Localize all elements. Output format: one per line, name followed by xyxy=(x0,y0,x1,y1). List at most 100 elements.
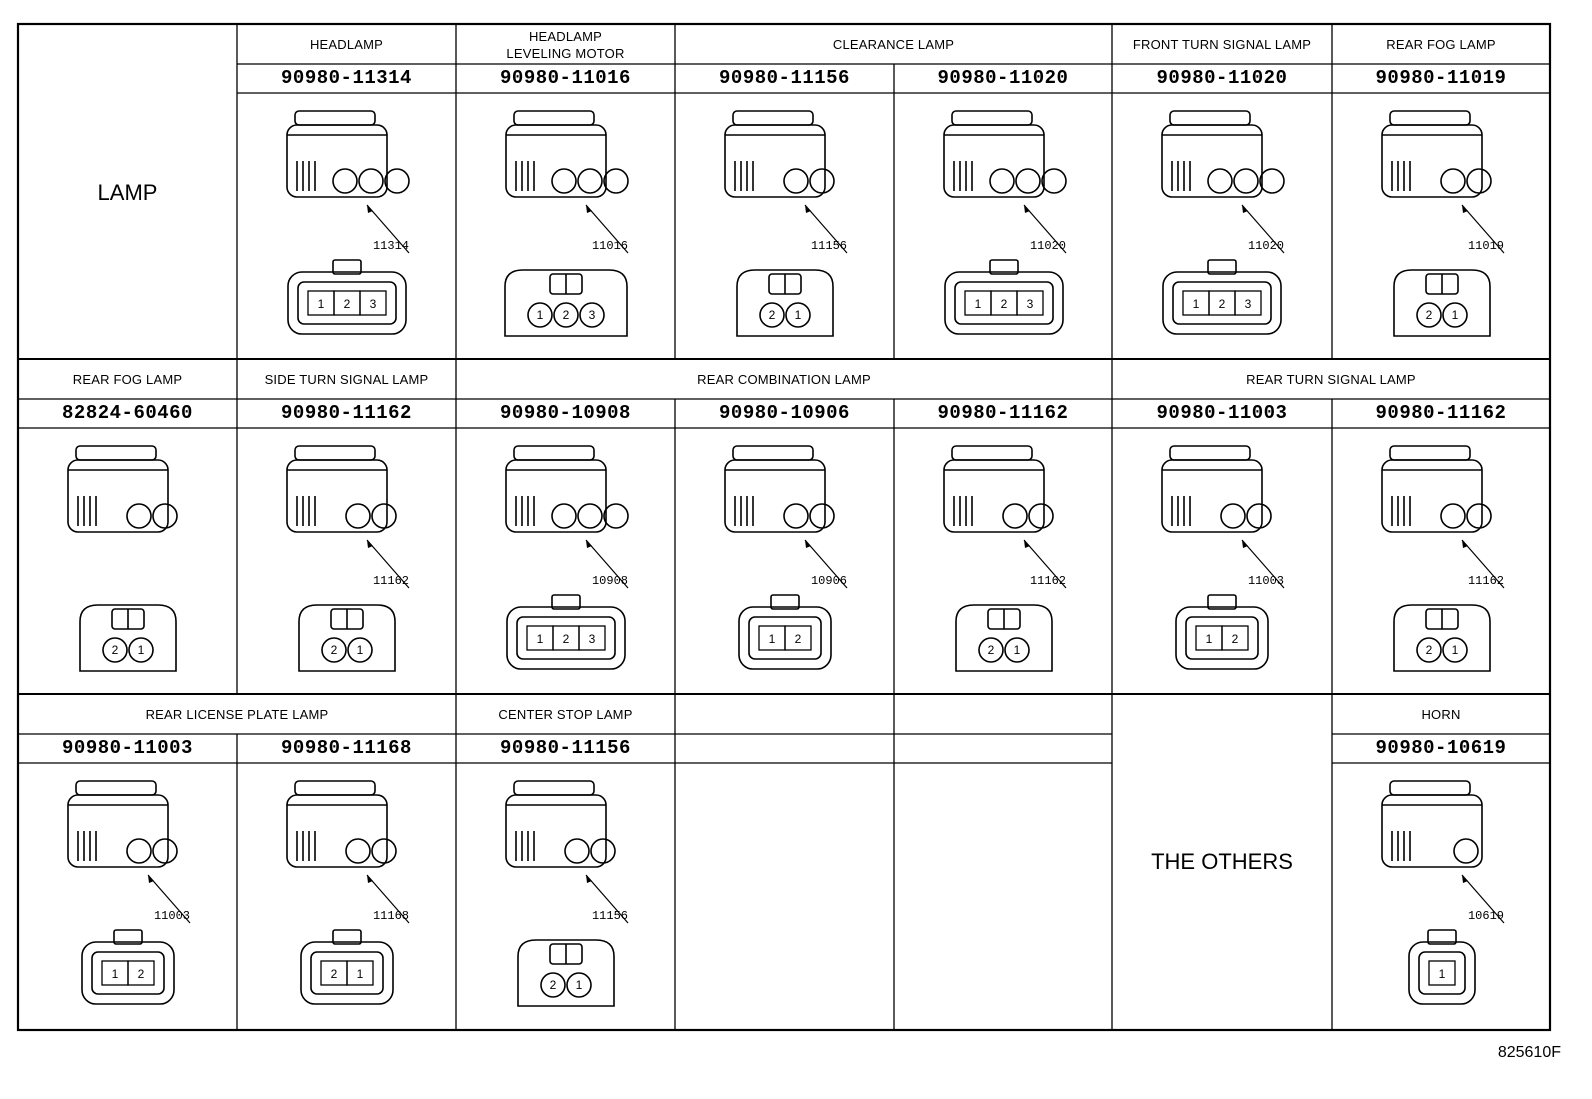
connector-illustration: 11156 2 1 xyxy=(724,110,848,337)
part-number: 90980-11314 xyxy=(281,67,412,89)
pin-number: 1 xyxy=(1014,643,1021,657)
part-number: 90980-10906 xyxy=(719,402,850,424)
part-number: 90980-11019 xyxy=(1375,67,1507,89)
header-rear-fog-lamp: REAR FOG LAMP xyxy=(1386,37,1496,52)
pin-number: 1 xyxy=(537,308,544,322)
pin-number: 2 xyxy=(1232,632,1239,646)
drawing-code: 825610F xyxy=(1497,1044,1561,1061)
header-center-stop-lamp: CENTER STOP LAMP xyxy=(498,707,633,722)
part-number: 90980-11162 xyxy=(937,402,1069,424)
pin-number: 3 xyxy=(589,308,596,322)
header-rear-combination: REAR COMBINATION LAMP xyxy=(697,372,871,387)
pin-number: 1 xyxy=(112,967,119,981)
callout-label: 11314 xyxy=(373,239,409,253)
pin-number: 2 xyxy=(563,308,570,322)
callout-label: 11019 xyxy=(1468,239,1504,253)
callout-label: 11020 xyxy=(1248,239,1284,253)
section-label-lamp: LAMP xyxy=(97,180,158,205)
part-number: 90980-11162 xyxy=(1375,402,1507,424)
connector-illustration: 11003 1 2 xyxy=(1161,445,1285,670)
pin-number: 2 xyxy=(331,967,338,981)
connector-illustration: 11314 1 2 3 xyxy=(286,110,410,335)
pin-number: 1 xyxy=(1193,297,1200,311)
callout-label: 11003 xyxy=(154,909,190,923)
pin-number: 1 xyxy=(1452,308,1459,322)
pin-number: 1 xyxy=(769,632,776,646)
header-rear-license-plate: REAR LICENSE PLATE LAMP xyxy=(145,707,329,722)
header-headlamp-leveling-1: HEADLAMP xyxy=(528,29,603,44)
header-clearance-lamp: CLEARANCE LAMP xyxy=(832,37,955,52)
pin-number: 3 xyxy=(1245,297,1252,311)
pin-number: 1 xyxy=(537,632,544,646)
header-horn: HORN xyxy=(1421,707,1461,722)
pin-number: 2 xyxy=(331,643,338,657)
pin-number: 1 xyxy=(1206,632,1213,646)
callout-label: 11156 xyxy=(811,239,847,253)
pin-number: 1 xyxy=(357,643,364,657)
callout-label: 11003 xyxy=(1248,574,1284,588)
pin-number: 2 xyxy=(112,643,119,657)
callout-label: 10908 xyxy=(592,574,628,588)
pin-number: 1 xyxy=(795,308,802,322)
connector-illustration: 10619 1 xyxy=(1381,780,1505,1005)
connector-illustration: 11019 2 1 xyxy=(1381,110,1505,337)
pin-number: 1 xyxy=(576,978,583,992)
connector-illustration: 11156 2 1 xyxy=(505,780,629,1007)
connector-illustration: 10906 1 2 xyxy=(724,445,848,670)
pin-number: 1 xyxy=(1452,643,1459,657)
callout-label: 11162 xyxy=(1468,574,1504,588)
header-rear-turn-signal: REAR TURN SIGNAL LAMP xyxy=(1246,372,1416,387)
callout-label: 11168 xyxy=(373,909,409,923)
pin-number: 3 xyxy=(370,297,377,311)
part-number: 90980-11003 xyxy=(62,737,193,759)
callout-label: 11016 xyxy=(592,239,628,253)
pin-number: 1 xyxy=(1439,967,1446,981)
pin-number: 1 xyxy=(975,297,982,311)
connector-illustration: 11016 1 2 3 xyxy=(504,110,629,337)
header-headlamp: HEADLAMP xyxy=(309,37,384,52)
part-number: 90980-10908 xyxy=(500,402,631,424)
part-number: 90980-10619 xyxy=(1375,737,1507,759)
callout-label: 11020 xyxy=(1030,239,1066,253)
header-side-turn-signal: SIDE TURN SIGNAL LAMP xyxy=(264,372,429,387)
connector-illustration: 11162 2 1 xyxy=(1381,445,1505,672)
part-number: 90980-11020 xyxy=(937,67,1069,89)
header-headlamp-leveling-2: LEVELING MOTOR xyxy=(506,46,625,61)
header-front-turn-signal: FRONT TURN SIGNAL LAMP xyxy=(1132,37,1312,52)
callout-label: 10906 xyxy=(811,574,847,588)
connector-illustration: 11020 1 2 3 xyxy=(943,110,1067,335)
header-rear-fog-lamp: REAR FOG LAMP xyxy=(72,372,183,387)
pin-number: 3 xyxy=(589,632,596,646)
section-label-the-others: THE OTHERS xyxy=(1151,849,1293,874)
pin-number: 2 xyxy=(550,978,557,992)
part-number: 90980-11162 xyxy=(281,402,412,424)
pin-number: 2 xyxy=(1001,297,1008,311)
pin-number: 1 xyxy=(318,297,325,311)
callout-label: 10619 xyxy=(1468,909,1504,923)
callout-label: 11156 xyxy=(592,909,628,923)
part-number: 82824-60460 xyxy=(62,402,193,424)
pin-number: 2 xyxy=(1426,643,1433,657)
pin-number: 2 xyxy=(769,308,776,322)
part-number: 90980-11020 xyxy=(1156,67,1288,89)
part-number: 90980-11156 xyxy=(500,737,631,759)
callout-label: 11162 xyxy=(373,574,409,588)
pin-number: 1 xyxy=(138,643,145,657)
pin-number: 3 xyxy=(1027,297,1034,311)
part-number: 90980-11168 xyxy=(281,737,412,759)
pin-number: 2 xyxy=(795,632,802,646)
callout-label: 11162 xyxy=(1030,574,1066,588)
connector-illustration: 11162 2 1 xyxy=(286,445,410,672)
pin-number: 2 xyxy=(344,297,351,311)
part-number: 90980-11016 xyxy=(500,67,631,89)
pin-number: 2 xyxy=(1426,308,1433,322)
part-number: 90980-11156 xyxy=(719,67,850,89)
